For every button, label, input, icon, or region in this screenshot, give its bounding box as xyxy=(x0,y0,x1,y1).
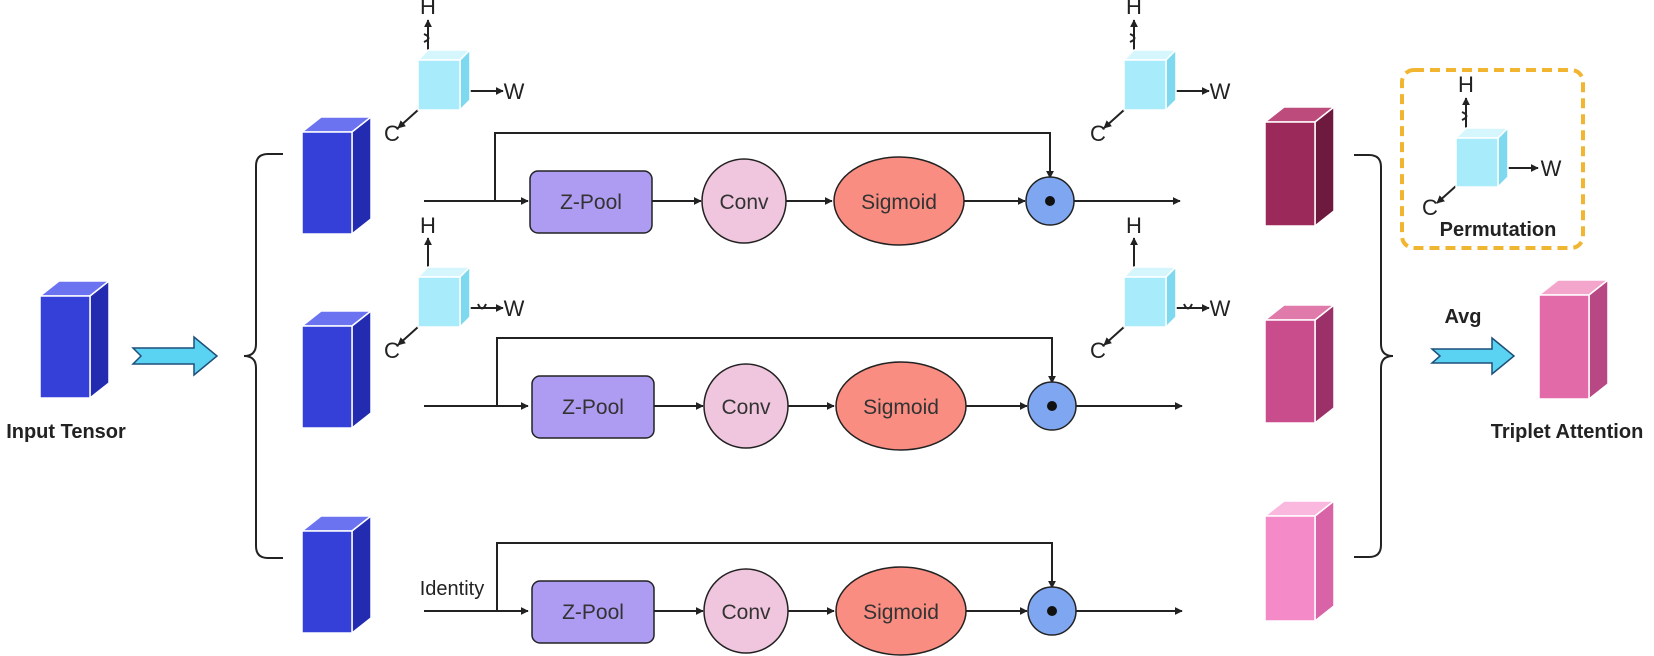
conv-label: Conv xyxy=(719,191,769,214)
axis-c-label: C xyxy=(384,121,400,146)
triplet-attention-cube xyxy=(1536,278,1611,401)
axis-w-label: W xyxy=(504,296,525,321)
avg-arrow xyxy=(1430,336,1516,376)
avg-label: Avg xyxy=(1444,306,1481,328)
permutation-axes-top-right: H W C xyxy=(1090,0,1231,146)
axis-h-label: H xyxy=(1458,72,1474,97)
branch-middle: Z-Pool Conv Sigmoid xyxy=(424,337,1183,451)
multiply-dot-icon xyxy=(1045,196,1055,206)
branch-tensor-top xyxy=(299,115,374,236)
left-brace xyxy=(243,153,283,559)
axis-h-label: H xyxy=(420,0,436,19)
branch-bottom: Identity Z-Pool Conv Sigmoid xyxy=(420,542,1183,656)
output-tensor-top xyxy=(1262,105,1337,228)
permutation-label: Permutation xyxy=(1440,219,1557,241)
axis-h-label: H xyxy=(420,213,436,238)
right-brace xyxy=(1354,154,1394,558)
axis-c-label: C xyxy=(1090,338,1106,363)
axis-c-label: C xyxy=(1422,195,1438,220)
multiply-dot-icon xyxy=(1047,606,1057,616)
sigmoid-label: Sigmoid xyxy=(863,601,939,624)
axis-c-label: C xyxy=(1090,121,1106,146)
multiply-dot-icon xyxy=(1047,401,1057,411)
axis-c-label: C xyxy=(384,338,400,363)
permutation-axes-middle-right: H W C xyxy=(1090,213,1231,363)
axis-w-label: W xyxy=(504,79,525,104)
axis-h-label: H xyxy=(1126,213,1142,238)
zpool-label: Z-Pool xyxy=(562,601,624,624)
triplet-attention-label: Triplet Attention xyxy=(1491,421,1644,443)
zpool-label: Z-Pool xyxy=(562,396,624,419)
conv-label: Conv xyxy=(721,601,771,624)
input-tensor-cube xyxy=(37,279,112,400)
branch-tensor-bottom xyxy=(299,514,374,635)
output-tensor-middle xyxy=(1262,303,1337,425)
zpool-label: Z-Pool xyxy=(560,191,622,214)
axis-h-label: H xyxy=(1126,0,1142,19)
permutation-axes-top-left: H W C xyxy=(384,0,525,146)
output-tensor-bottom xyxy=(1262,499,1337,623)
branch-top: Z-Pool Conv Sigmoid xyxy=(424,132,1181,246)
axis-w-label: W xyxy=(1210,296,1231,321)
permutation-legend-axes: H W C xyxy=(1422,72,1562,220)
conv-label: Conv xyxy=(721,396,771,419)
axis-w-label: W xyxy=(1210,79,1231,104)
permutation-axes-middle-left: H W C xyxy=(384,213,525,363)
identity-label: Identity xyxy=(420,578,484,600)
permutation-legend-box xyxy=(1400,68,1585,250)
branch-tensor-middle xyxy=(299,309,374,430)
input-tensor-label: Input Tensor xyxy=(6,421,126,443)
axis-w-label: W xyxy=(1541,156,1562,181)
sigmoid-label: Sigmoid xyxy=(861,191,937,214)
input-arrow xyxy=(131,335,219,377)
sigmoid-label: Sigmoid xyxy=(863,396,939,419)
